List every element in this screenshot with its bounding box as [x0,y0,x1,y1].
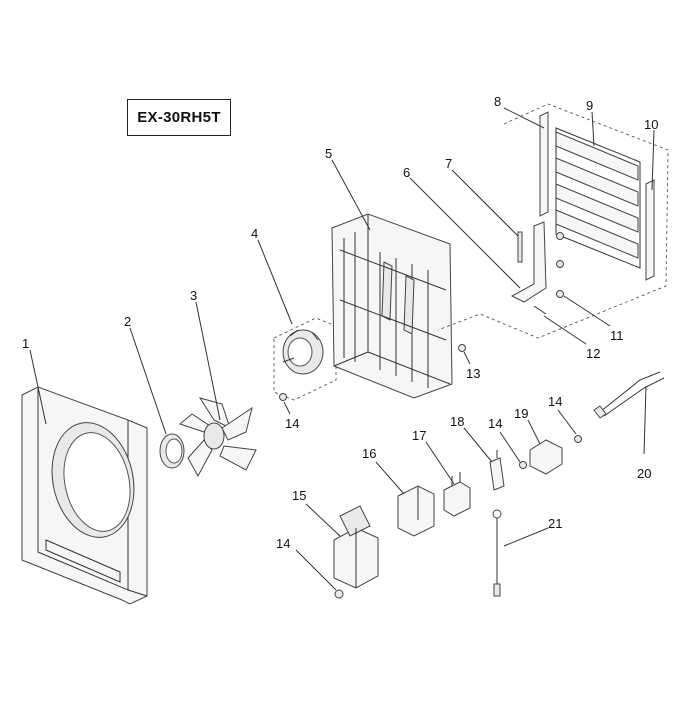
callout-7: 7 [445,156,452,171]
part-switch-box [397,485,435,537]
callout-16: 16 [362,446,376,461]
part-pull-cord [492,509,502,597]
part-bracket [510,221,547,303]
callout-6: 6 [403,165,410,180]
callout-14-capacitor-screw: 14 [276,536,290,551]
callout-14-motor-screw: 14 [285,416,299,431]
part-shutter-frame-left [539,111,549,217]
shutter-assembly-outline [437,103,669,339]
callout-9: 9 [586,98,593,113]
part-spring [517,231,523,263]
callout-11: 11 [610,328,624,343]
part-spinner [159,433,185,469]
callout-2: 2 [124,314,131,329]
part-front-panel [21,386,148,605]
callout-20: 20 [637,466,651,481]
callout-19: 19 [514,406,528,421]
callout-4: 4 [251,226,258,241]
part-cover-plate [529,439,563,475]
part-terminal-block [443,472,471,517]
part-motor [273,317,337,401]
part-fan-blade [178,397,257,478]
part-screw-13 [458,344,466,352]
callout-1: 1 [22,336,29,351]
callout-14-plate-screw: 14 [548,394,562,409]
leader-lines [29,107,655,591]
callout-3: 3 [190,288,197,303]
model-label-box: EX-30RH5T [127,99,231,136]
shutter-screws [533,232,564,315]
part-casing [331,213,453,399]
callout-18: 18 [450,414,464,429]
part-capacitor-box [333,505,379,589]
part-shutter-frame-right [645,179,655,281]
callout-15: 15 [292,488,306,503]
callout-numbers: 1 2 3 4 5 6 7 8 9 10 11 12 13 14 14 14 1… [22,94,658,551]
part-shutter-louvers [555,127,641,269]
callout-17: 17 [412,428,426,443]
part-screw-14 [279,393,582,599]
callout-14-switch-screw: 14 [488,416,502,431]
callout-21: 21 [548,516,562,531]
model-name: EX-30RH5T [137,109,221,126]
part-power-cord [593,371,665,419]
callout-5: 5 [325,146,332,161]
callout-12: 12 [586,346,600,361]
callout-13: 13 [466,366,480,381]
callout-8: 8 [494,94,501,109]
callout-10: 10 [644,117,658,132]
part-switch [489,450,505,491]
